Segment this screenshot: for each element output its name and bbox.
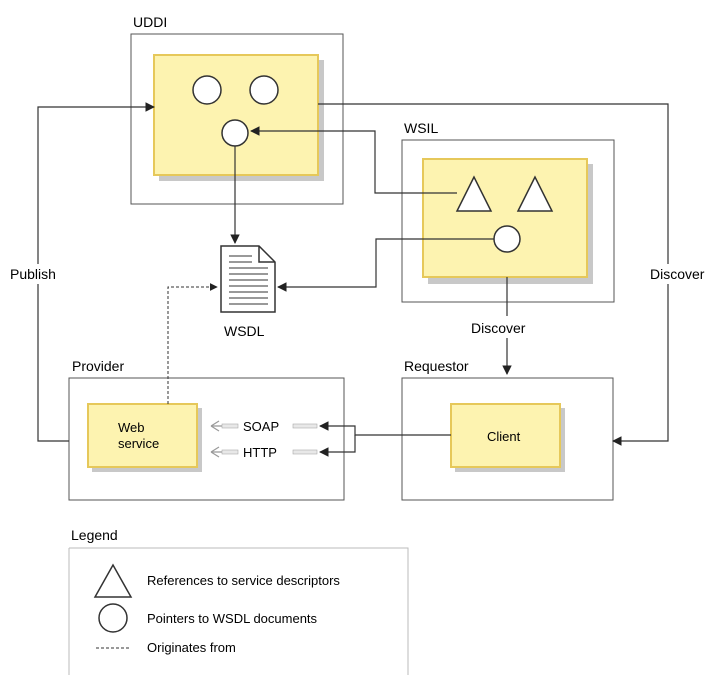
uddi-pointer-circle-2 bbox=[249, 75, 279, 105]
uddi-label: UDDI bbox=[133, 14, 167, 30]
wsdl-document-icon bbox=[220, 245, 276, 313]
wsil-reference-triangle-2 bbox=[516, 175, 554, 212]
discover-right-label: Discover bbox=[650, 266, 705, 282]
soap-http-bindings: SOAP HTTP bbox=[210, 419, 451, 460]
discover-mid-label: Discover bbox=[471, 320, 526, 336]
legend-title: Legend bbox=[71, 527, 118, 543]
legend-circle-icon bbox=[98, 603, 128, 633]
requestor-label: Requestor bbox=[404, 358, 469, 374]
wsil-label: WSIL bbox=[404, 120, 438, 136]
wsil-reference-triangle-1 bbox=[455, 175, 493, 212]
wsil-pointer-circle bbox=[493, 225, 521, 253]
provider-container: Provider Web service bbox=[68, 358, 345, 501]
uddi-registry-box bbox=[153, 54, 319, 176]
wsdl-label: WSDL bbox=[224, 323, 265, 339]
publish-label: Publish bbox=[10, 266, 56, 282]
wsil-container: WSIL bbox=[401, 120, 615, 303]
legend-circle-label: Pointers to WSDL documents bbox=[147, 611, 318, 626]
http-label: HTTP bbox=[243, 445, 277, 460]
requestor-container: Requestor Client bbox=[401, 358, 614, 501]
originates-from-connector bbox=[167, 283, 218, 404]
provider-label: Provider bbox=[72, 358, 124, 374]
legend: Legend References to service descriptors… bbox=[68, 527, 409, 675]
wsil-box bbox=[422, 158, 588, 278]
legend-triangle-label: References to service descriptors bbox=[147, 573, 340, 588]
web-service-label-line2: service bbox=[118, 436, 159, 451]
web-service-label-line1: Web bbox=[118, 420, 145, 435]
uddi-pointer-circle-3 bbox=[221, 119, 249, 147]
soap-label: SOAP bbox=[243, 419, 279, 434]
uddi-container: UDDI bbox=[130, 14, 344, 205]
uddi-pointer-circle-1 bbox=[192, 75, 222, 105]
wsil-to-wsdl-connector bbox=[277, 238, 494, 292]
client-label: Client bbox=[487, 429, 521, 444]
legend-triangle-icon bbox=[93, 563, 133, 598]
web-service-box bbox=[87, 403, 198, 468]
legend-dashed-label: Originates from bbox=[147, 640, 236, 655]
wsil-to-uddi-connector bbox=[250, 126, 457, 194]
